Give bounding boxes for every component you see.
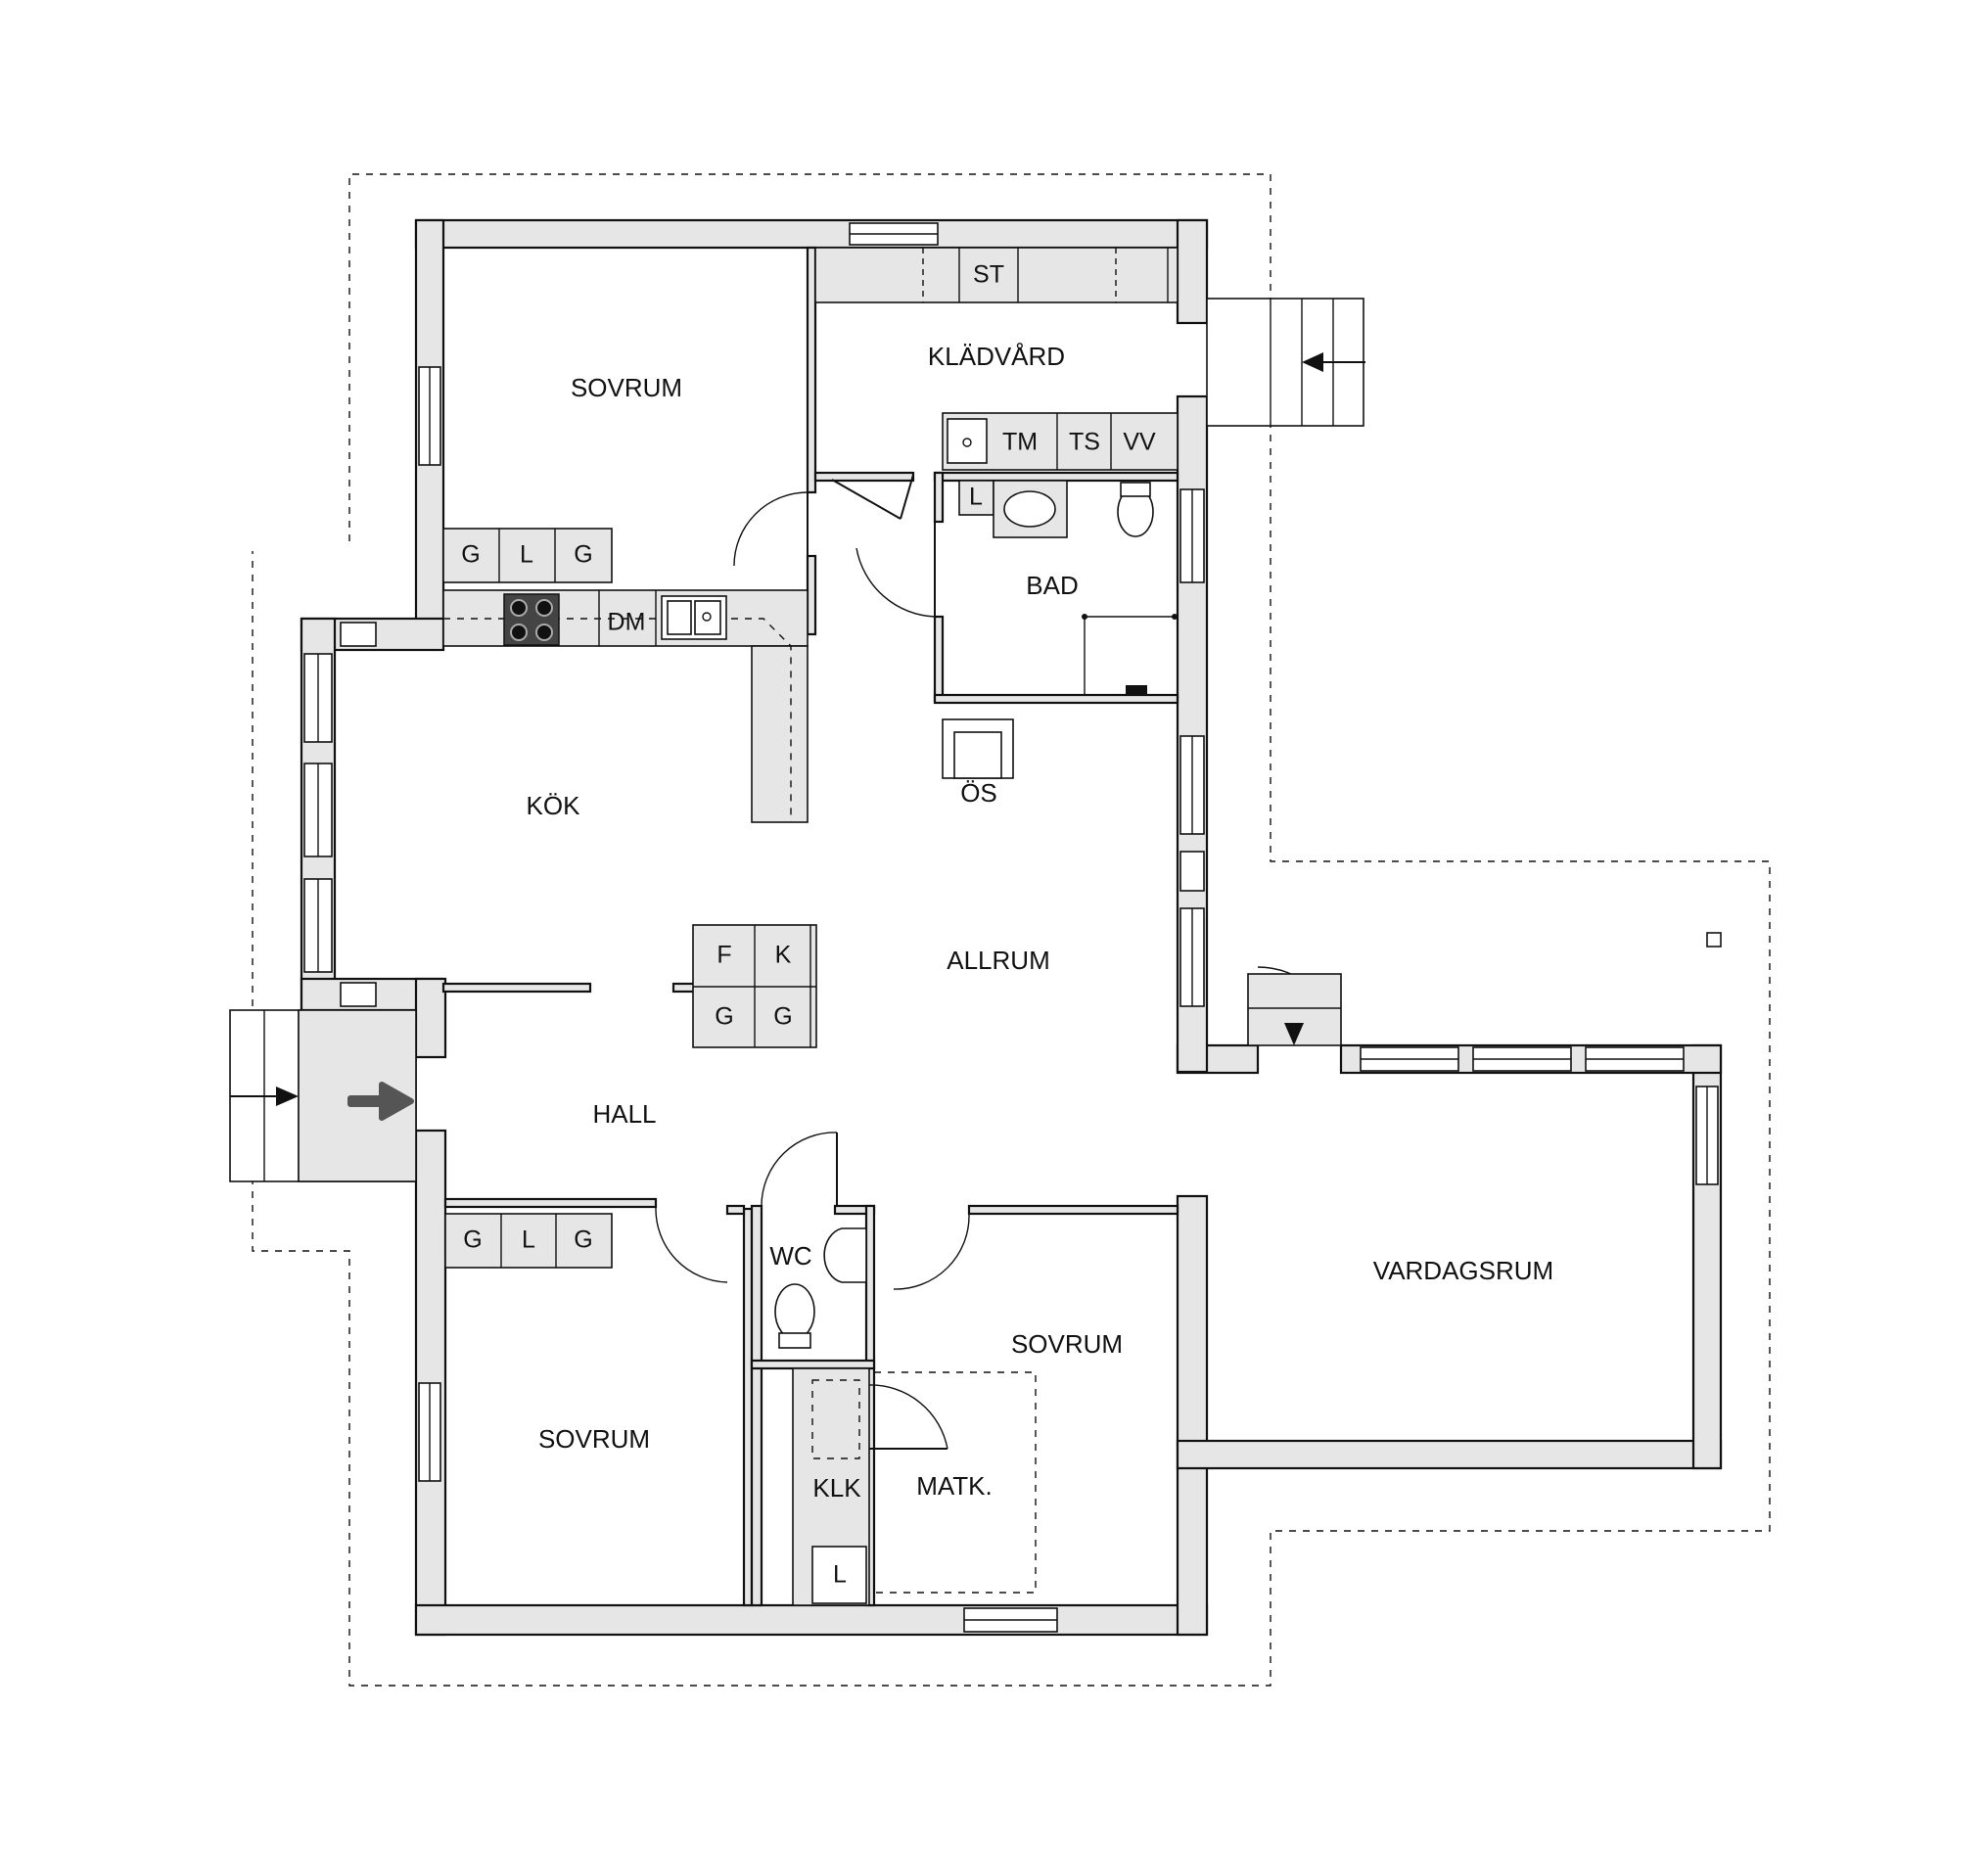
entrance-arrow-icon xyxy=(1302,352,1323,372)
linen-cabinet-label: L xyxy=(969,484,983,511)
room-label-vardagsrum: VARDAGSRUM xyxy=(1373,1256,1553,1285)
freezer-label: F xyxy=(717,942,731,969)
room-label-matk: MATK. xyxy=(916,1471,993,1501)
kitchen-fixtures: G L G DM xyxy=(442,528,809,823)
storage-units: F K G G xyxy=(692,924,817,1048)
room-label-kladvard: KLÄDVÅRD xyxy=(928,342,1065,371)
drying-cabinet-label: TM xyxy=(1002,429,1038,456)
fireplace xyxy=(942,718,1014,779)
water-heater-label: VV xyxy=(1123,429,1156,456)
wardrobe-g-4: G xyxy=(773,1003,792,1031)
wardrobe-g-6: G xyxy=(574,1226,592,1254)
room-label-wc: WC xyxy=(769,1241,811,1271)
bathroom-fixtures: L xyxy=(958,480,1178,695)
shower-icon xyxy=(1126,685,1147,695)
roof-outline xyxy=(252,173,1771,1687)
wc-fixtures xyxy=(774,1227,867,1349)
wardrobes-lower: G L G xyxy=(444,1213,613,1269)
storage-label: ST xyxy=(973,261,1004,289)
room-label-os: ÖS xyxy=(960,778,997,808)
entry-arrow-icon xyxy=(347,1082,414,1121)
wardrobe-g-2: G xyxy=(574,541,592,569)
kladvard-cabinets: ST TM TS VV xyxy=(814,247,1179,471)
tumble-dryer-label: TS xyxy=(1069,429,1100,456)
room-labels: SOVRUM KLÄDVÅRD BAD KÖK ÖS ALLRUM HALL W… xyxy=(527,342,1554,1503)
room-label-sovrum-top: SOVRUM xyxy=(571,373,682,402)
room-label-allrum: ALLRUM xyxy=(947,946,1049,975)
wardrobe-l-2: L xyxy=(522,1226,535,1254)
wardrobe-g-3: G xyxy=(715,1003,733,1031)
room-label-sovrum-left: SOVRUM xyxy=(538,1424,650,1454)
dishwasher-label: DM xyxy=(608,609,646,636)
windows xyxy=(303,222,1719,1633)
entrance-arrow-icon-left xyxy=(276,1087,299,1106)
wardrobe-l-1: L xyxy=(520,541,533,569)
wc-toilet-icon xyxy=(774,1283,815,1340)
klk-closet: L xyxy=(792,1367,1037,1606)
sink-icon xyxy=(1003,490,1056,528)
stairs-left xyxy=(229,1009,417,1182)
inner-walls xyxy=(441,246,1179,1607)
wc-sink-icon xyxy=(823,1227,867,1283)
room-label-bad: BAD xyxy=(1026,571,1078,600)
room-label-klk: KLK xyxy=(812,1473,861,1503)
room-label-hall: HALL xyxy=(592,1099,656,1129)
fridge-label: K xyxy=(775,942,792,969)
klk-linen-label: L xyxy=(833,1561,847,1589)
stairs-right xyxy=(1206,298,1365,427)
entrance-arrow-icon-down xyxy=(1284,1023,1304,1045)
wardrobe-g-1: G xyxy=(461,541,480,569)
room-label-sovrum-mid: SOVRUM xyxy=(1011,1329,1123,1359)
room-label-kok: KÖK xyxy=(527,791,581,820)
wardrobe-g-5: G xyxy=(463,1226,482,1254)
stairs-vardagsrum xyxy=(1247,973,1342,1046)
